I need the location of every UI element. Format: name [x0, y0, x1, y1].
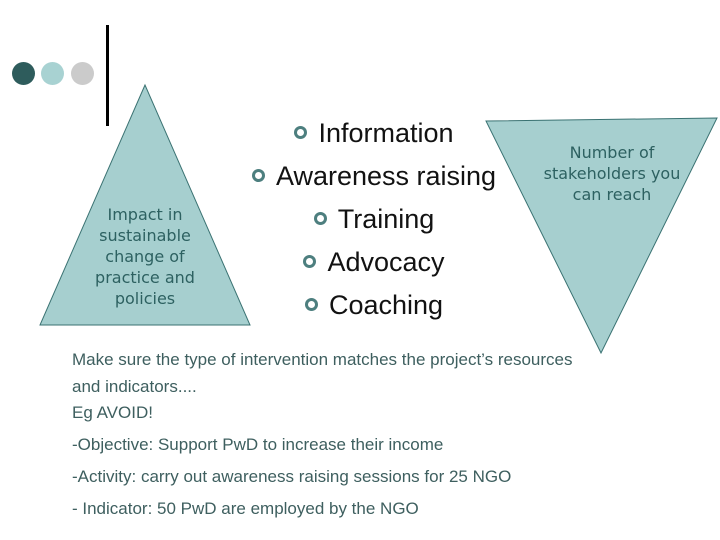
note-eg-avoid: Eg AVOID! [72, 403, 153, 422]
stakeholders-triangle [485, 117, 718, 355]
list-item: Awareness raising [218, 155, 530, 198]
list-item-label: Advocacy [327, 247, 445, 277]
list-item-label: Coaching [328, 290, 444, 320]
decor-dot-dark [12, 62, 35, 85]
impact-label-line: policies [114, 289, 176, 308]
list-item: Training [218, 198, 530, 241]
stakeholders-label-line: can reach [572, 185, 652, 204]
list-item-label: Training [337, 204, 435, 234]
bullet-circle-icon [251, 169, 265, 182]
note-match-resources: Make sure the type of intervention match… [72, 346, 672, 400]
list-item: Coaching [218, 284, 530, 327]
intervention-list: Information Awareness raising Training A… [218, 112, 530, 327]
list-item-label: Awareness raising [275, 161, 497, 191]
bullet-circle-icon [303, 255, 317, 268]
impact-triangle-label: Impact in sustainable change of practice… [55, 204, 235, 309]
bullet-circle-icon [313, 212, 327, 225]
impact-label-line: sustainable [99, 226, 191, 245]
note-indicator: - Indicator: 50 PwD are employed by the … [72, 499, 419, 518]
note-activity: -Activity: carry out awareness raising s… [72, 467, 512, 486]
decor-vertical-rule [106, 25, 109, 126]
impact-label-line: Impact in [107, 205, 183, 224]
list-item-label: Information [318, 118, 454, 148]
bullet-circle-icon [294, 126, 308, 139]
stakeholders-label-line: stakeholders you [543, 164, 681, 183]
decor-dot-gray [71, 62, 94, 85]
impact-label-line: change of [105, 247, 185, 266]
impact-triangle [39, 83, 251, 326]
impact-label-line: practice and [95, 268, 195, 287]
bullet-circle-icon [304, 298, 318, 311]
list-item: Advocacy [218, 241, 530, 284]
stakeholders-label-line: Number of [569, 143, 655, 162]
note-objective: -Objective: Support PwD to increase thei… [72, 435, 444, 454]
note-line: Make sure the type of intervention match… [72, 350, 573, 369]
list-item: Information [218, 112, 530, 155]
decor-dot-teal [41, 62, 64, 85]
note-line: and indicators.... [72, 377, 197, 396]
stakeholders-triangle-label: Number of stakeholders you can reach [519, 142, 705, 205]
